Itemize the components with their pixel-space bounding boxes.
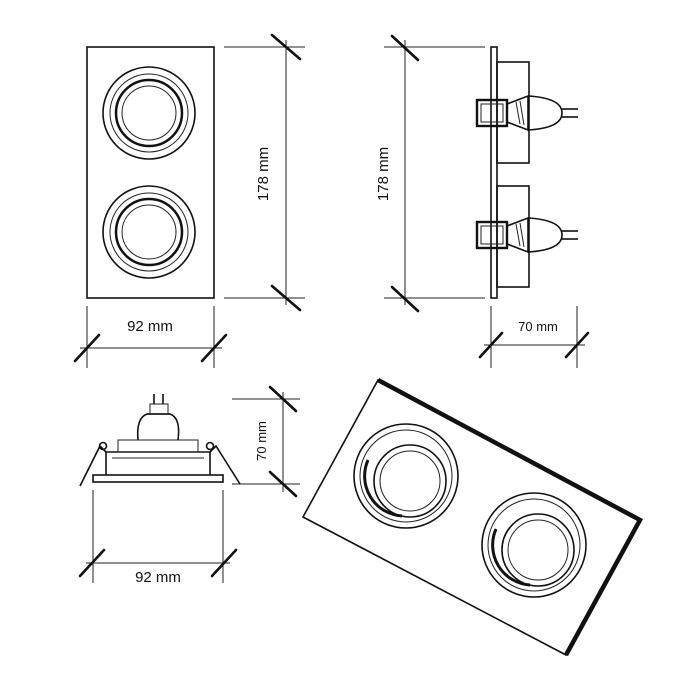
front-view: 178 mm 92 mm — [73, 33, 305, 368]
side-lamp-top — [475, 94, 578, 132]
perspective-spotlight-right — [481, 492, 587, 598]
perspective-spotlight-left — [353, 423, 459, 529]
dimension-tick — [268, 385, 298, 413]
dimension-tick — [73, 333, 101, 363]
bottom-flange — [92, 474, 224, 483]
dimension-tick — [390, 285, 420, 313]
bottom-width-dimension: 92 mm — [78, 490, 238, 586]
front-width-label: 92 mm — [127, 318, 173, 335]
side-depth-label: 70 mm — [518, 319, 558, 334]
front-height-label: 178 mm — [255, 147, 272, 201]
side-view: 178 mm 70 mm — [375, 34, 590, 368]
perspective-view — [301, 378, 644, 657]
side-depth-dimension: 70 mm — [478, 306, 590, 368]
dimension-tick — [268, 470, 298, 498]
right-spring-clip — [209, 444, 241, 485]
side-height-dimension: 178 mm — [375, 34, 485, 313]
bottom-depth-label: 70 mm — [254, 421, 269, 461]
front-frame — [86, 46, 215, 299]
dimension-tick — [200, 333, 228, 363]
bottom-trim-body — [105, 451, 211, 475]
bottom-view: 70 mm 92 mm — [78, 385, 300, 586]
dimension-tick — [210, 548, 238, 578]
bottom-housing — [117, 439, 199, 453]
front-width-dimension: 92 mm — [73, 306, 228, 368]
bottom-lamp — [136, 413, 180, 441]
side-front-plate — [490, 46, 498, 299]
side-housing-top — [496, 61, 530, 164]
front-spotlight-top — [102, 66, 196, 160]
front-spotlight-bottom — [102, 185, 196, 279]
side-lamp-bottom — [475, 216, 578, 254]
dimension-tick — [270, 284, 302, 312]
dimension-tick — [270, 33, 302, 61]
side-height-label: 178 mm — [375, 147, 392, 201]
dimension-tick — [78, 548, 106, 578]
perspective-edge — [376, 378, 644, 657]
dimension-tick — [564, 331, 590, 359]
front-height-dimension: 178 mm — [224, 33, 305, 312]
dimension-tick — [390, 34, 420, 62]
side-housing-bottom — [496, 185, 530, 288]
bottom-width-label: 92 mm — [135, 569, 181, 586]
dimension-tick — [478, 331, 504, 359]
bottom-depth-dimension: 70 mm — [232, 385, 300, 498]
